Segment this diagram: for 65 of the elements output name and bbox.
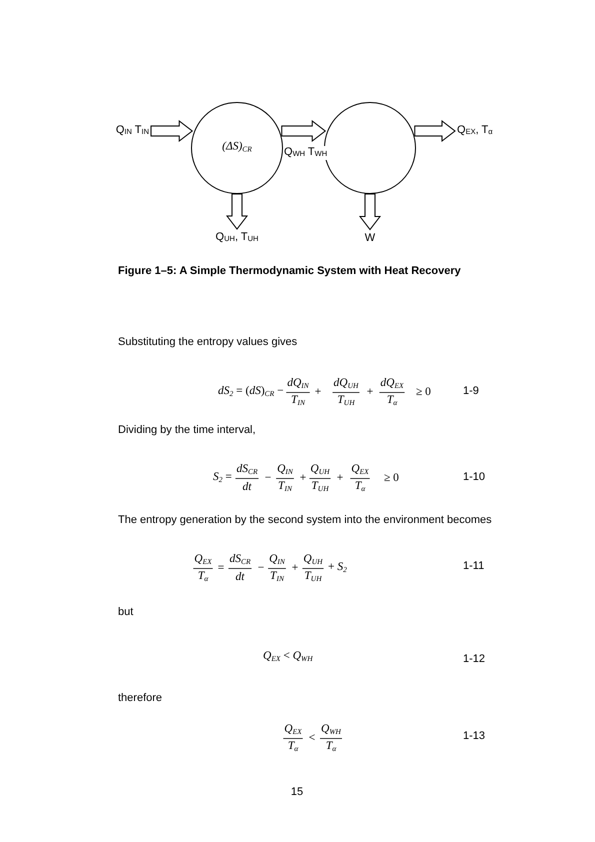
equation-term: − xyxy=(264,472,272,484)
fraction-numerator: dS$_{CR}$ xyxy=(229,552,251,568)
fraction-numerator: Q$_{WH}$ xyxy=(321,722,341,738)
fraction-numerator: Q$_{IN}$ xyxy=(269,552,285,568)
body-text: Substituting the entropy values gives xyxy=(118,336,298,348)
fraction-numerator: Q$_{EX}$ xyxy=(351,462,369,478)
process-circle xyxy=(191,102,283,194)
body-text: but xyxy=(118,606,134,618)
entropy-change-label: (ΔS)$_{CR}$ xyxy=(222,140,252,156)
equation-number: 1-12 xyxy=(463,652,486,666)
equation-term: Q$_{EX}$ < Q$_{WH}$ xyxy=(263,650,313,664)
block-arrow xyxy=(281,120,326,142)
fraction-denominator: dt xyxy=(242,480,252,494)
fraction-numerator: Q$_{IN}$ xyxy=(277,462,293,478)
body-text: therefore xyxy=(118,692,162,704)
equation-number: 1-13 xyxy=(463,730,486,742)
equation-term: + xyxy=(314,386,322,398)
fraction-numerator: dQ$_{IN}$ xyxy=(287,376,309,392)
equation-term: S$_{2}$ = xyxy=(213,470,232,486)
fraction-denominator: T$_{α}$ xyxy=(198,570,208,584)
flow-label: Q$_{EX}$, T$_{α}$ xyxy=(457,124,493,138)
body-text: The entropy generation by the second system into the environment becomes xyxy=(118,514,492,526)
body-text: Dividing by the time interval, xyxy=(118,424,256,436)
block-arrow xyxy=(414,120,456,142)
flow-label: Q$_{UH}$, T$_{UH}$ xyxy=(216,231,258,245)
equation-term: < xyxy=(308,732,316,744)
flow-label: Q$_{IN}$ T$_{IN}$ xyxy=(116,124,149,138)
fraction-denominator: dt xyxy=(236,570,244,584)
figure-caption: Figure 1–5: A Simple Thermodynamic System with Heat Recovery xyxy=(118,265,461,278)
fraction-denominator: T$_{α}$ xyxy=(288,740,298,754)
fraction-denominator: T$_{α}$ xyxy=(326,740,336,754)
fraction-denominator: T$_{α}$ xyxy=(354,480,366,494)
equation-term: − xyxy=(258,562,264,574)
block-arrow xyxy=(358,194,382,230)
fraction-numerator: Q$_{EX}$ xyxy=(194,552,212,568)
fraction-denominator: T$_{UH}$ xyxy=(337,394,355,408)
equation-term: + xyxy=(300,472,306,484)
fraction-denominator: T$_{UH}$ xyxy=(304,570,322,584)
equation-number: 1-9 xyxy=(463,384,479,398)
equation-term: + S$_{2}$ xyxy=(328,560,347,576)
fraction-numerator: dS$_{CR}$ xyxy=(236,462,258,478)
equation-number: 1-11 xyxy=(463,560,484,572)
equation-term: ≥ 0 xyxy=(384,472,399,484)
page-number: 15 xyxy=(290,786,304,798)
equation-term: ≥ 0 xyxy=(416,386,431,398)
fraction-denominator: T$_{IN}$ xyxy=(291,394,305,408)
fraction-denominator: T$_{α}$ xyxy=(386,394,398,408)
edge-label: Q$_{WH}$ T$_{WH}$ xyxy=(284,146,328,160)
fraction-numerator: Q$_{EX}$ xyxy=(284,722,302,738)
flow-label: W xyxy=(364,232,376,244)
equation-term: = xyxy=(218,562,224,574)
fraction-numerator: Q$_{UH}$ xyxy=(310,462,330,478)
equation-term: dS$_{2}$ = (dS)$_{CR}$ − xyxy=(218,384,284,400)
block-arrow xyxy=(150,120,194,142)
equation-term: + xyxy=(336,472,344,484)
fraction-denominator: T$_{IN}$ xyxy=(270,570,284,584)
equation-number: 1-10 xyxy=(463,470,486,484)
fraction-denominator: T$_{IN}$ xyxy=(278,480,292,494)
fraction-numerator: dQ$_{EX}$ xyxy=(380,376,404,392)
fraction-numerator: dQ$_{UH}$ xyxy=(334,376,358,392)
fraction-numerator: Q$_{UH}$ xyxy=(303,552,323,568)
equation-term: + xyxy=(366,386,374,398)
fraction-denominator: T$_{UH}$ xyxy=(311,480,329,494)
block-arrow xyxy=(226,194,248,230)
equation-term: + xyxy=(292,562,298,574)
